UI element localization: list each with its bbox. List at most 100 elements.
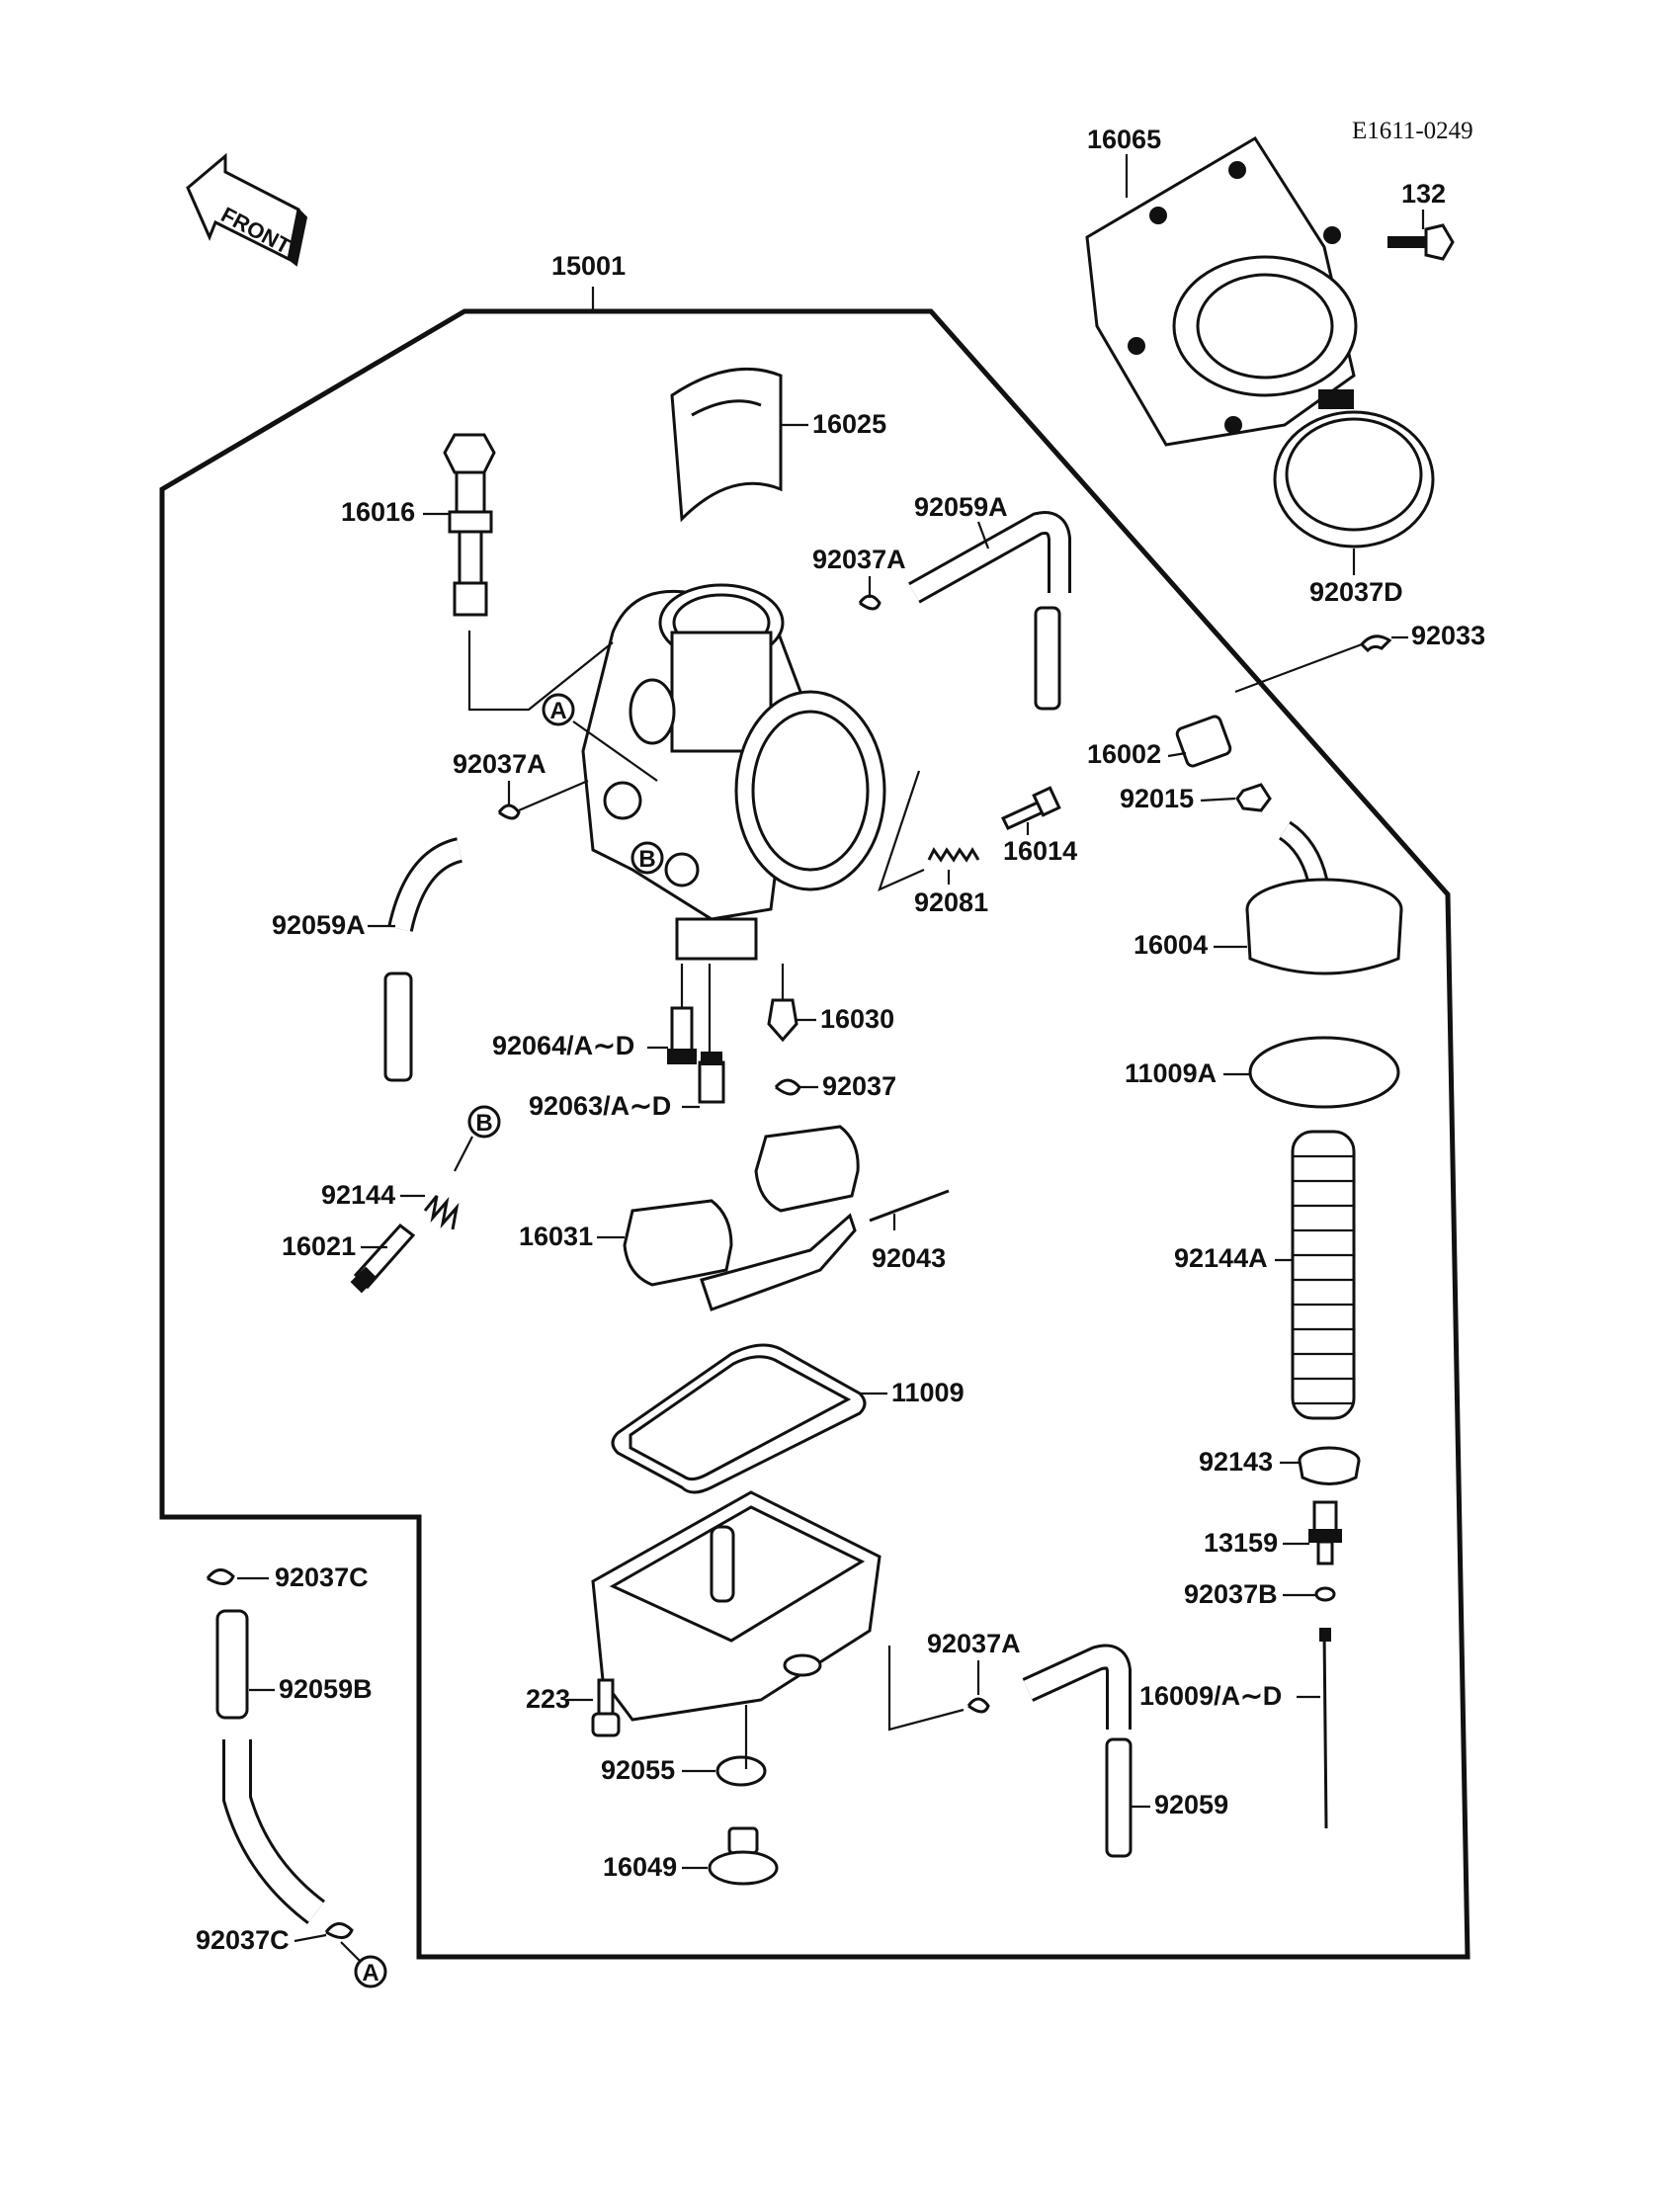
nut-92015 [1235,783,1272,812]
label-92144A: 92144A [1174,1243,1293,1273]
label-92055: 92055 [601,1755,715,1785]
bolt-132 [1387,223,1455,261]
main-jet [698,1052,725,1104]
air-screw [1000,786,1061,830]
label-92043: 92043 [872,1214,946,1273]
label-16004: 16004 [1134,930,1247,960]
label-92037: 92037 [800,1071,896,1101]
label-92064: 92064/A∼D [492,1031,668,1060]
float-bowl [591,1490,882,1722]
drawing-code: E1611-0249 [1352,118,1473,144]
label-92033: 92033 [1391,621,1485,650]
svg-text:92059: 92059 [1154,1790,1228,1819]
air-screw-spring [927,847,980,863]
svg-text:16004: 16004 [1134,930,1208,960]
label-16014: 16014 [1003,822,1077,866]
starter-plunger [1308,1500,1342,1565]
svg-text:92015: 92015 [1120,784,1194,813]
throttle-stop-screw [443,433,496,617]
pilot-screw [350,1223,416,1294]
svg-text:13159: 13159 [1204,1528,1278,1558]
bowl-screw [591,1678,621,1737]
svg-text:92037A: 92037A [812,545,906,574]
assembly-frame [159,308,1470,1960]
label-92037A-bottom: 92037A [927,1629,1021,1695]
pilot-screw-spring [423,1195,460,1230]
label-11009A: 11009A [1125,1058,1250,1088]
clip-left [497,803,521,820]
svg-text:92033: 92033 [1411,621,1485,650]
svg-text:92081: 92081 [914,887,988,917]
svg-text:16021: 16021 [282,1231,356,1261]
svg-text:92143: 92143 [1199,1447,1273,1477]
svg-text:92063/A∼D: 92063/A∼D [529,1091,671,1121]
svg-text:16049: 16049 [603,1852,677,1882]
svg-text:92064/A∼D: 92064/A∼D [492,1031,634,1060]
svg-text:92037C: 92037C [196,1925,290,1955]
label-92144: 92144 [321,1180,425,1210]
needle-16009 [1319,1628,1331,1829]
svg-text:A: A [362,1960,378,1986]
float [623,1125,860,1311]
svg-text:16031: 16031 [519,1222,593,1251]
o-ring-11009A [1248,1036,1400,1109]
svg-text:223: 223 [526,1684,570,1714]
label-92037D: 92037D [1309,549,1403,607]
svg-text:92059A: 92059A [914,492,1008,522]
starter-cap [1245,820,1403,975]
marker-a-top: A [542,693,575,726]
drain-o-ring [715,1755,767,1787]
label-92059B: 92059B [249,1674,373,1704]
label-16016: 16016 [341,497,450,527]
marker-a-bottom: A [354,1955,387,1988]
label-92037A-top: 92037A [812,545,906,598]
svg-text:92055: 92055 [601,1755,675,1785]
label-16065: 16065 [1087,125,1161,198]
label-16030: 16030 [797,1004,894,1034]
svg-text:B: B [638,846,655,873]
svg-text:92037B: 92037B [1184,1579,1278,1609]
svg-text:11009A: 11009A [1125,1058,1217,1088]
label-132: 132 [1401,179,1446,229]
clip-92033 [1359,634,1392,653]
label-92059: 92059 [1132,1790,1228,1819]
svg-text:15001: 15001 [551,251,626,281]
label-13159: 13159 [1204,1528,1309,1558]
svg-text:92037A: 92037A [927,1629,1021,1658]
clip-top [858,594,882,611]
overflow-hose [1022,1644,1133,1858]
float-needle [767,998,798,1043]
label-92063: 92063/A∼D [529,1091,700,1121]
starter-spring [1291,1130,1356,1420]
label-16049: 16049 [603,1852,708,1882]
svg-text:16016: 16016 [341,497,415,527]
vent-hose-top [908,511,1071,711]
label-16009: 16009/A∼D [1139,1681,1320,1711]
label-16002: 16002 [1087,739,1187,769]
label-15001: 15001 [551,251,626,281]
label-16025: 16025 [781,409,886,439]
carburetor-body [581,583,886,961]
pilot-jet [667,1006,697,1064]
label-92037A-left: 92037A [453,749,546,805]
svg-text:92043: 92043 [872,1243,946,1273]
label-92037C-bottom: 92037C [196,1925,327,1955]
svg-text:16065: 16065 [1087,125,1161,154]
svg-text:16002: 16002 [1087,739,1161,769]
label-92081: 92081 [914,870,988,917]
svg-text:16014: 16014 [1003,836,1077,866]
hose-92059B-bent [222,1739,326,1924]
hose-clamp [1273,389,1435,549]
label-223: 223 [526,1684,593,1714]
svg-text:92037D: 92037D [1309,577,1403,607]
svg-text:92059B: 92059B [279,1674,373,1704]
clip-92037C-bottom [324,1922,354,1939]
label-92059A-left: 92059A [272,910,395,940]
seal-92143 [1298,1446,1361,1485]
svg-text:92144: 92144 [321,1180,395,1210]
svg-text:92144A: 92144A [1174,1243,1268,1273]
front-arrow-icon: FRONT [186,152,308,267]
label-92015: 92015 [1120,784,1236,813]
svg-text:16025: 16025 [812,409,886,439]
svg-text:16030: 16030 [820,1004,894,1034]
